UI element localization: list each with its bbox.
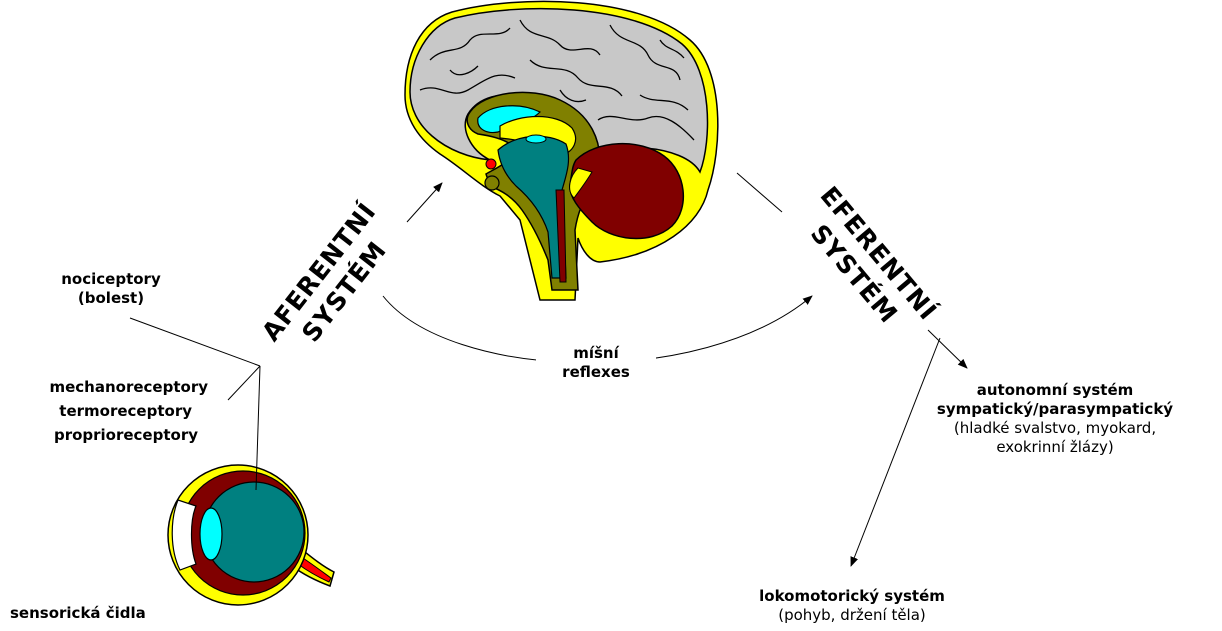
nociceptors-label: nociceptory (bolest): [36, 270, 186, 308]
mechanoreceptors-label: mechanoreceptory: [0, 378, 208, 397]
autonomic-subtitle: sympatický/parasympatický: [900, 400, 1210, 419]
nociceptors-line1: nociceptory: [36, 270, 186, 289]
locomotor-title: lokomotorický systém: [712, 587, 992, 606]
locomotor-detail: (pohyb, držení těla): [712, 606, 992, 625]
nociceptors-line2: (bolest): [36, 289, 186, 308]
thermoreceptors-label: termoreceptory: [0, 402, 192, 421]
autonomic-title: autonomní systém: [900, 381, 1210, 400]
eye-illustration: [168, 465, 334, 605]
autonomic-detail1: (hladké svalstvo, myokard,: [900, 419, 1210, 438]
autonomic-detail2: exokrinní žlázy): [900, 438, 1210, 457]
spinal-reflexes-line2: reflexes: [536, 363, 656, 382]
spinal-reflexes-label: míšní reflexes: [536, 344, 656, 382]
brain-illustration: [405, 1, 718, 300]
spinal-reflexes-line1: míšní: [536, 344, 656, 363]
autonomic-system-label: autonomní systém sympatický/parasympatic…: [900, 381, 1210, 457]
proprioceptors-label: proprioreceptory: [0, 426, 198, 445]
lens: [200, 508, 222, 560]
sensory-organs-label: sensorická čidla: [10, 604, 146, 623]
locomotor-system-label: lokomotorický systém (pohyb, držení těla…: [712, 587, 992, 625]
